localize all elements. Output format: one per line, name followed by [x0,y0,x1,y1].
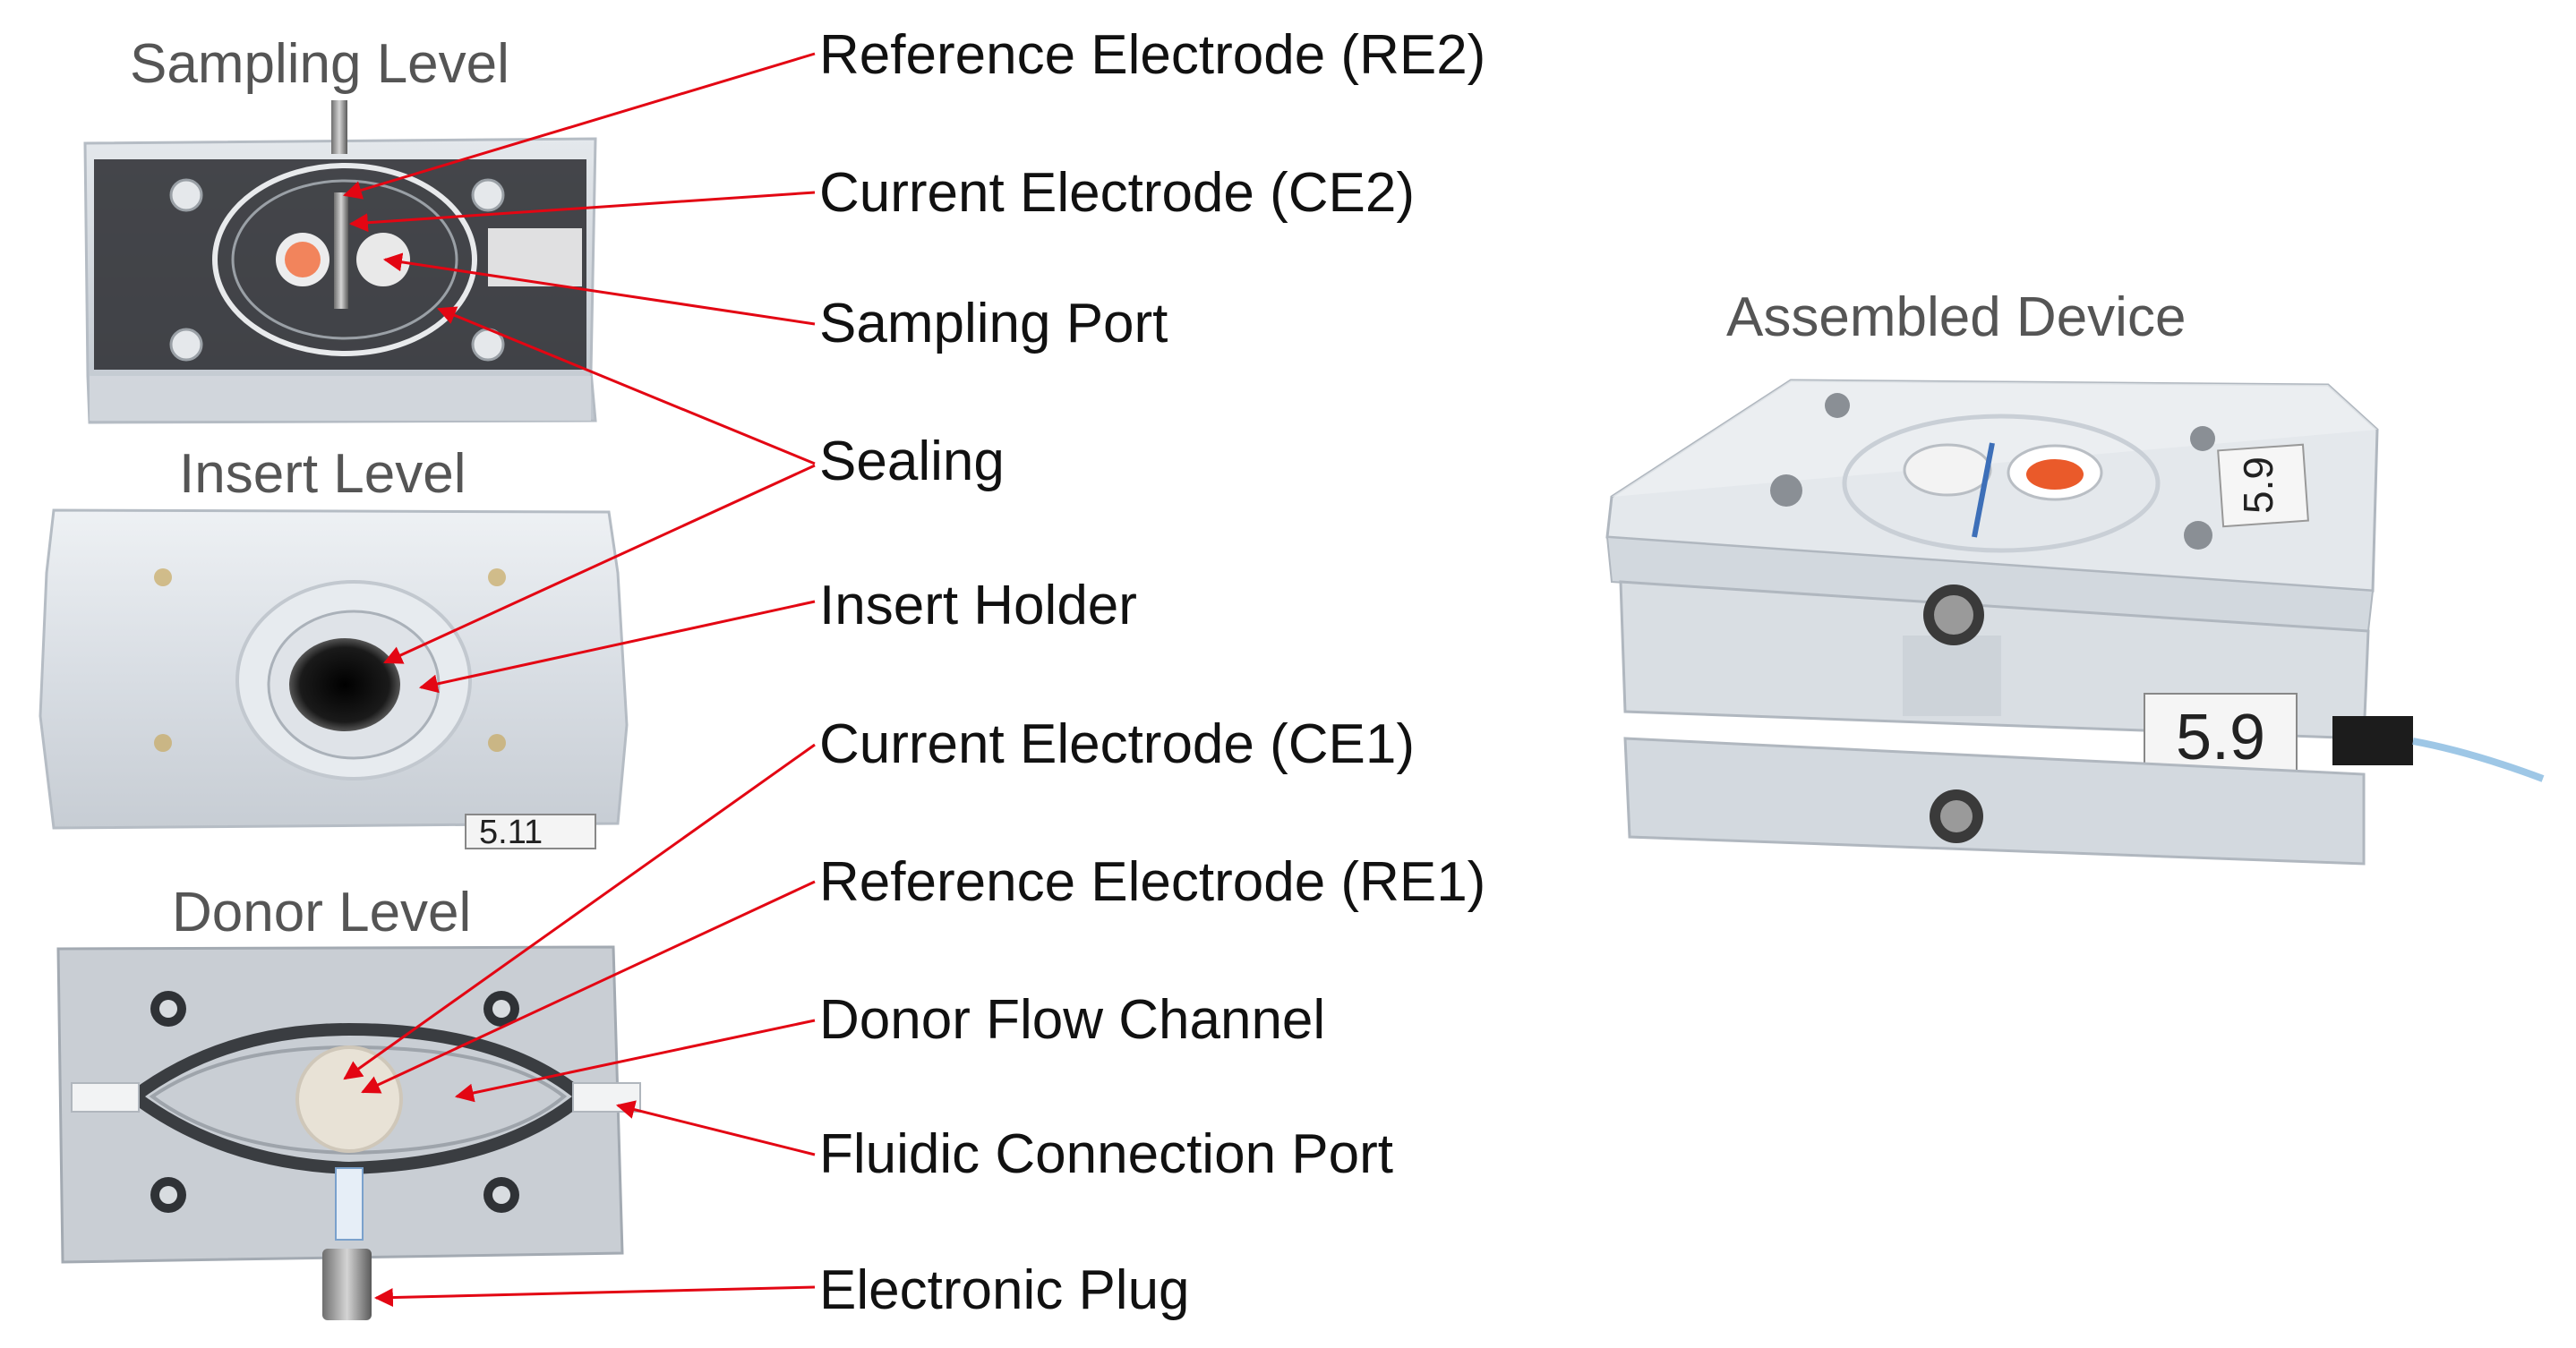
arrow-electronic-plug [373,1285,816,1308]
insert-level-title: Insert Level [179,443,466,505]
callout-donor-channel: Donor Flow Channel [819,989,1325,1051]
callout-fluidic-port: Fluidic Connection Port [819,1123,1393,1185]
arrow-sampling-port [382,252,816,326]
arrow-fluidic-port [615,1100,816,1156]
arrow-donor-channel [454,1019,816,1103]
device-side-number-label: 5.9 [2176,702,2265,773]
callout-re2: Reference Electrode (RE2) [819,24,1485,86]
arrow-re2 [342,52,816,200]
callout-ce1: Current Electrode (CE1) [819,713,1415,775]
callout-insert-holder: Insert Holder [819,575,1137,636]
donor-level-photo [56,945,641,1320]
assembled-device-title: Assembled Device [1726,286,2186,348]
device-top-number-label: 5.9 [2235,456,2281,514]
callout-electronic-plug: Electronic Plug [819,1259,1190,1321]
callout-sampling-port: Sampling Port [819,293,1168,354]
donor-level-title: Donor Level [172,882,471,943]
callout-ce2: Current Electrode (CE2) [819,162,1415,224]
insert-level-photo: 5.11 [39,508,629,851]
arrow-insert-holder [418,600,816,694]
sampling-level-title: Sampling Level [130,33,509,95]
arrow-sealing-1 [437,306,816,465]
sampling-level-photo [83,100,597,424]
callout-sealing: Sealing [819,431,1005,492]
arrow-sealing-2 [383,464,816,664]
callout-re1: Reference Electrode (RE1) [819,851,1485,913]
arrow-ce1 [343,743,816,1080]
arrow-ce2 [348,191,816,233]
assembled-device-photo: 5.9 5.9 [1605,379,2545,866]
insert-block-number-label: 5.11 [479,814,543,851]
arrow-re1 [361,880,816,1094]
